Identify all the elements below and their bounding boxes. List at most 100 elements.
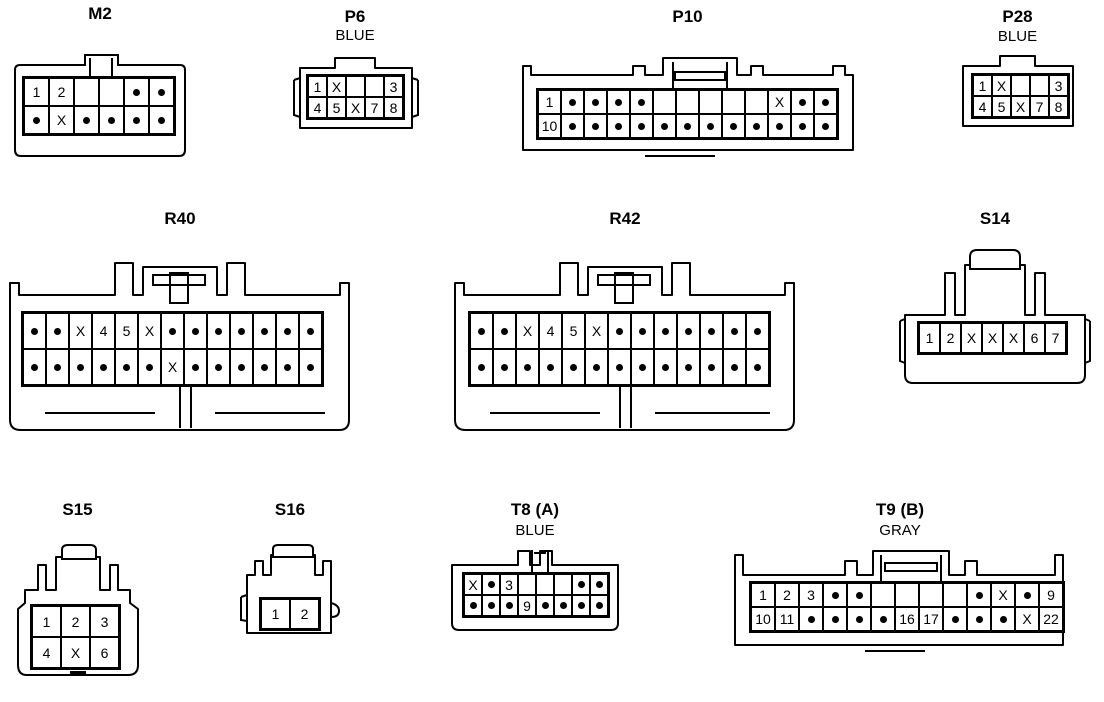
pin-cavity-filled — [607, 114, 630, 138]
pin-number: 2 — [940, 323, 961, 353]
pin-cavity-unused: X — [327, 76, 346, 97]
pin-cavity-filled — [630, 90, 653, 114]
pin-cavity-filled — [500, 595, 518, 616]
pin-cavity-unused: X — [982, 323, 1003, 353]
pin-number: 9 — [1039, 583, 1063, 607]
pin-cavity-filled — [493, 349, 516, 385]
pin-cavity-empty — [536, 574, 554, 595]
pin-cavity-filled — [184, 313, 207, 349]
pin-cavity-unused: X — [69, 313, 92, 349]
pin-cavity-filled — [516, 349, 539, 385]
pin-cavity-unused: X — [992, 75, 1011, 96]
pin-cavity-filled — [584, 90, 607, 114]
pin-cavity-unused: X — [61, 637, 90, 668]
pin-cavity-filled — [138, 349, 161, 385]
pin-cavity-filled — [823, 607, 847, 631]
pin-cavity-filled — [943, 607, 967, 631]
pin-cavity-filled — [847, 607, 871, 631]
connector-title: P10 — [672, 7, 703, 26]
pin-cavity-filled — [572, 595, 590, 616]
pin-cavity-filled — [653, 114, 676, 138]
pin-cavity-filled — [561, 90, 584, 114]
pin-cavity-filled — [464, 595, 482, 616]
pin-cavity-filled — [24, 106, 49, 134]
pin-cavity-filled — [149, 78, 174, 106]
pin-number: 1 — [538, 90, 561, 114]
pin-cavity-unused: X — [138, 313, 161, 349]
pin-cavity-unused: X — [346, 97, 365, 118]
pin-cavity-filled — [768, 114, 791, 138]
connector-title: P28 — [1002, 7, 1033, 26]
pin-cavity-filled — [608, 349, 631, 385]
connector-color-label: GRAY — [879, 522, 921, 539]
pin-cavity-filled — [253, 313, 276, 349]
connector-title: S14 — [979, 209, 1011, 228]
pin-cavity-filled — [791, 90, 814, 114]
pin-number: 16 — [895, 607, 919, 631]
pin-number: 3 — [90, 606, 119, 637]
pin-cavity-filled — [470, 313, 493, 349]
connector-housing — [899, 249, 1091, 384]
pin-cavity-filled — [677, 313, 700, 349]
pin-cavity-empty — [99, 78, 124, 106]
pin-cavity-unused: X — [161, 349, 184, 385]
pin-number: 2 — [290, 599, 319, 629]
pin-cavity-filled — [745, 114, 768, 138]
pin-number: 9 — [518, 595, 536, 616]
pin-cavity-filled — [723, 313, 746, 349]
pin-number: 4 — [973, 96, 992, 117]
pin-cavity-unused: X — [961, 323, 982, 353]
pin-number: 3 — [799, 583, 823, 607]
connector-title: M2 — [88, 4, 112, 23]
pin-cavity-filled — [299, 349, 322, 385]
pin-cavity-filled — [561, 114, 584, 138]
pin-number: 3 — [384, 76, 403, 97]
pin-cavity-empty — [74, 78, 99, 106]
pin-cavity-filled — [92, 349, 115, 385]
pin-cavity-empty — [1030, 75, 1049, 96]
pin-cavity-filled — [631, 349, 654, 385]
pin-cavity-filled — [572, 574, 590, 595]
pin-number: 2 — [49, 78, 74, 106]
pin-cavity-unused: X — [1015, 607, 1039, 631]
pin-cavity-empty — [676, 90, 699, 114]
pin-cavity-filled — [584, 114, 607, 138]
pin-number: 4 — [92, 313, 115, 349]
pin-cavity-filled — [1015, 583, 1039, 607]
pin-cavity-empty — [943, 583, 967, 607]
pin-cavity-filled — [791, 114, 814, 138]
pin-cavity-filled — [700, 313, 723, 349]
pin-number: 5 — [115, 313, 138, 349]
pin-cavity-empty — [554, 574, 572, 595]
pin-number: 7 — [365, 97, 384, 118]
pin-cavity-filled — [184, 349, 207, 385]
pin-cavity-filled — [536, 595, 554, 616]
pin-number: 4 — [539, 313, 562, 349]
pin-cavity-filled — [161, 313, 184, 349]
pin-cavity-unused: X — [464, 574, 482, 595]
pin-cavity-empty — [722, 90, 745, 114]
pin-cavity-filled — [722, 114, 745, 138]
pin-cavity-unused: X — [49, 106, 74, 134]
connector-housing — [734, 550, 1064, 652]
pin-cavity-filled — [607, 90, 630, 114]
pin-cavity-filled — [115, 349, 138, 385]
pin-cavity-filled — [814, 90, 837, 114]
pin-cavity-filled — [677, 349, 700, 385]
connector-housing — [240, 544, 341, 634]
pin-number: 2 — [775, 583, 799, 607]
pin-number: 2 — [61, 606, 90, 637]
pin-number: 1 — [751, 583, 775, 607]
